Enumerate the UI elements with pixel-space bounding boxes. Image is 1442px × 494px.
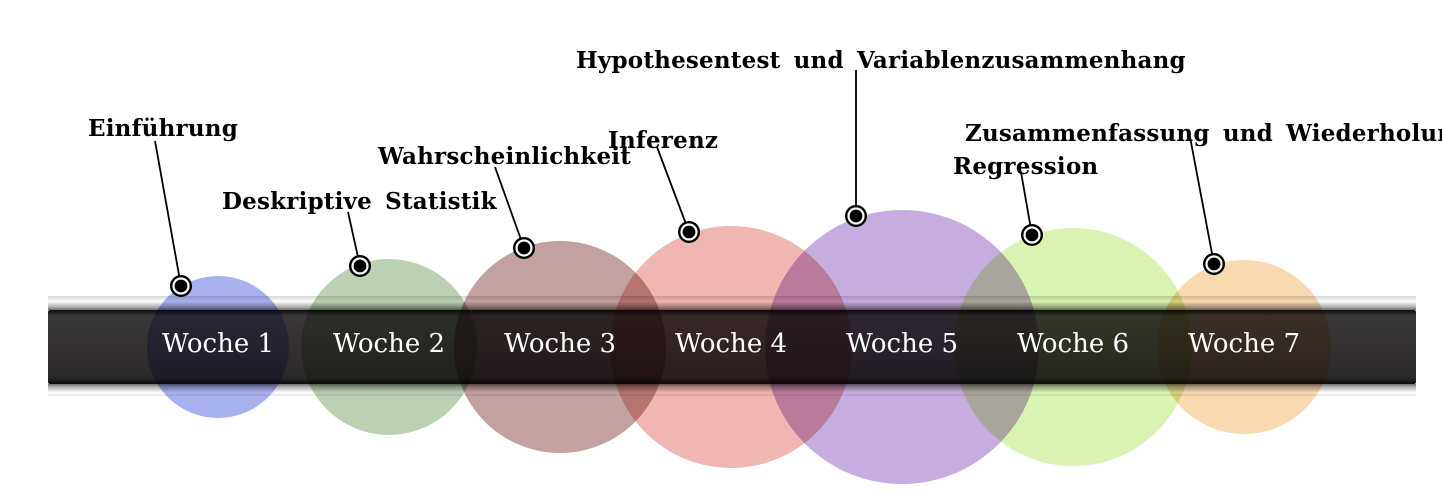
week-bar-label-1: Woche 1 [161,329,275,359]
week-bar-label-7: Woche 7 [1187,329,1301,359]
topic-label-2: Deskriptive Statistik [222,188,497,215]
topic-label-3: Wahrscheinlichkeit [378,143,632,170]
week-circle-7 [1157,260,1331,434]
week-bar-label-3: Woche 3 [503,329,617,359]
topic-label-4: Inferenz [608,127,719,154]
connector-line-3 [494,166,525,249]
week-bar-label-4: Woche 4 [674,329,788,359]
week-circle-2 [301,259,477,435]
week-bar-label-2: Woche 2 [332,329,446,359]
topic-label-6: Regression [953,153,1099,180]
topic-label-1: Einführung [88,115,238,142]
connector-line-2 [347,211,361,267]
topic-label-7: Zusammenfassung und Wiederholung [965,120,1442,147]
topic-label-5: Hypothesentest und Variablenzusammenhang [576,47,1186,74]
connector-line-1 [154,140,182,287]
connector-line-4 [656,146,690,233]
connector-line-7 [1189,136,1215,265]
week-bar-label-6: Woche 6 [1016,329,1130,359]
connector-line-6 [1020,171,1033,236]
week-circle-1 [147,276,289,418]
week-bar-label-5: Woche 5 [845,329,959,359]
week-circle-6 [954,228,1192,466]
